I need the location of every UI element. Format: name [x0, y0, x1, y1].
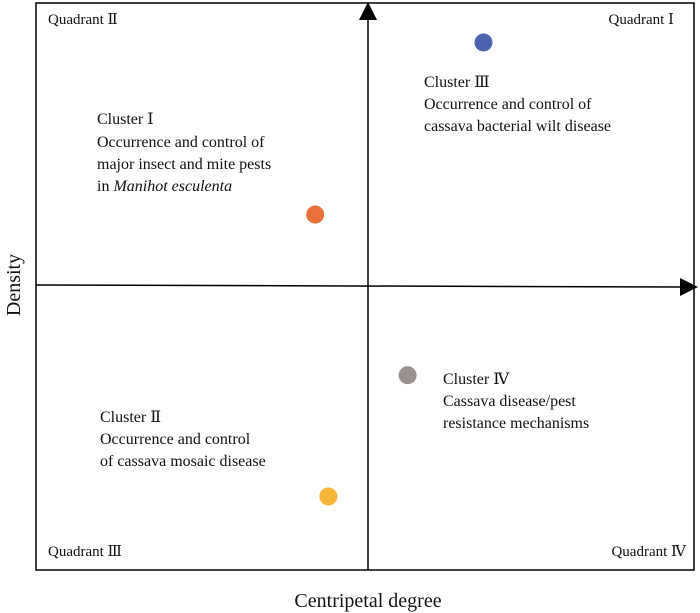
- data-points: [306, 33, 493, 506]
- cluster-2-desc-line-1: Occurrence and control: [100, 431, 251, 448]
- cluster-4-name: Cluster Ⅳ: [443, 371, 510, 388]
- cluster-2-point: [319, 487, 338, 506]
- cluster-4-desc-line-1: Cassava disease/pest: [443, 393, 576, 410]
- quadrant-4-label: Quadrant Ⅳ: [611, 544, 687, 560]
- cluster-3-desc-line-2: cassava bacterial wilt disease: [424, 118, 611, 135]
- cluster-3-label: Cluster Ⅲ Occurrence and control of cass…: [424, 74, 611, 135]
- cluster-1-point: [306, 205, 325, 224]
- quadrant-3-label: Quadrant Ⅲ: [48, 544, 122, 560]
- cluster-1-desc-line-2: major insect and mite pests: [97, 156, 271, 173]
- cluster-2-label: Cluster Ⅱ Occurrence and control of cass…: [100, 409, 266, 470]
- cluster-1-desc-line-3: in Manihot esculenta: [97, 178, 232, 195]
- cluster-4-label: Cluster Ⅳ Cassava disease/pest resistanc…: [443, 371, 589, 432]
- cluster-3-desc-line-1: Occurrence and control of: [424, 96, 592, 113]
- cluster-3-point: [474, 33, 493, 52]
- cluster-1-name: Cluster Ⅰ: [97, 111, 154, 128]
- y-axis-arrowhead: [359, 2, 377, 20]
- cluster-4-desc-line-2: resistance mechanisms: [443, 415, 589, 432]
- quadrant-2-label: Quadrant Ⅱ: [48, 12, 118, 28]
- cluster-4-point: [398, 366, 417, 385]
- y-axis-title: Density: [3, 254, 25, 316]
- cluster-3-name: Cluster Ⅲ: [424, 74, 490, 91]
- cluster-2-desc-line-2: of cassava mosaic disease: [100, 453, 266, 470]
- cluster-1-label: Cluster Ⅰ Occurrence and control of majo…: [97, 111, 271, 195]
- quadrant-1-label: Quadrant Ⅰ: [609, 12, 675, 28]
- x-axis: [35, 284, 687, 288]
- cluster-2-name: Cluster Ⅱ: [100, 409, 161, 426]
- x-axis-title: Centripetal degree: [294, 590, 441, 612]
- cluster-1-desc-prefix: in: [97, 178, 113, 195]
- cluster-1-desc-line-1: Occurrence and control of: [97, 134, 265, 151]
- cluster-1-species-name: Manihot esculenta: [112, 178, 232, 195]
- x-axis-arrowhead: [680, 278, 698, 296]
